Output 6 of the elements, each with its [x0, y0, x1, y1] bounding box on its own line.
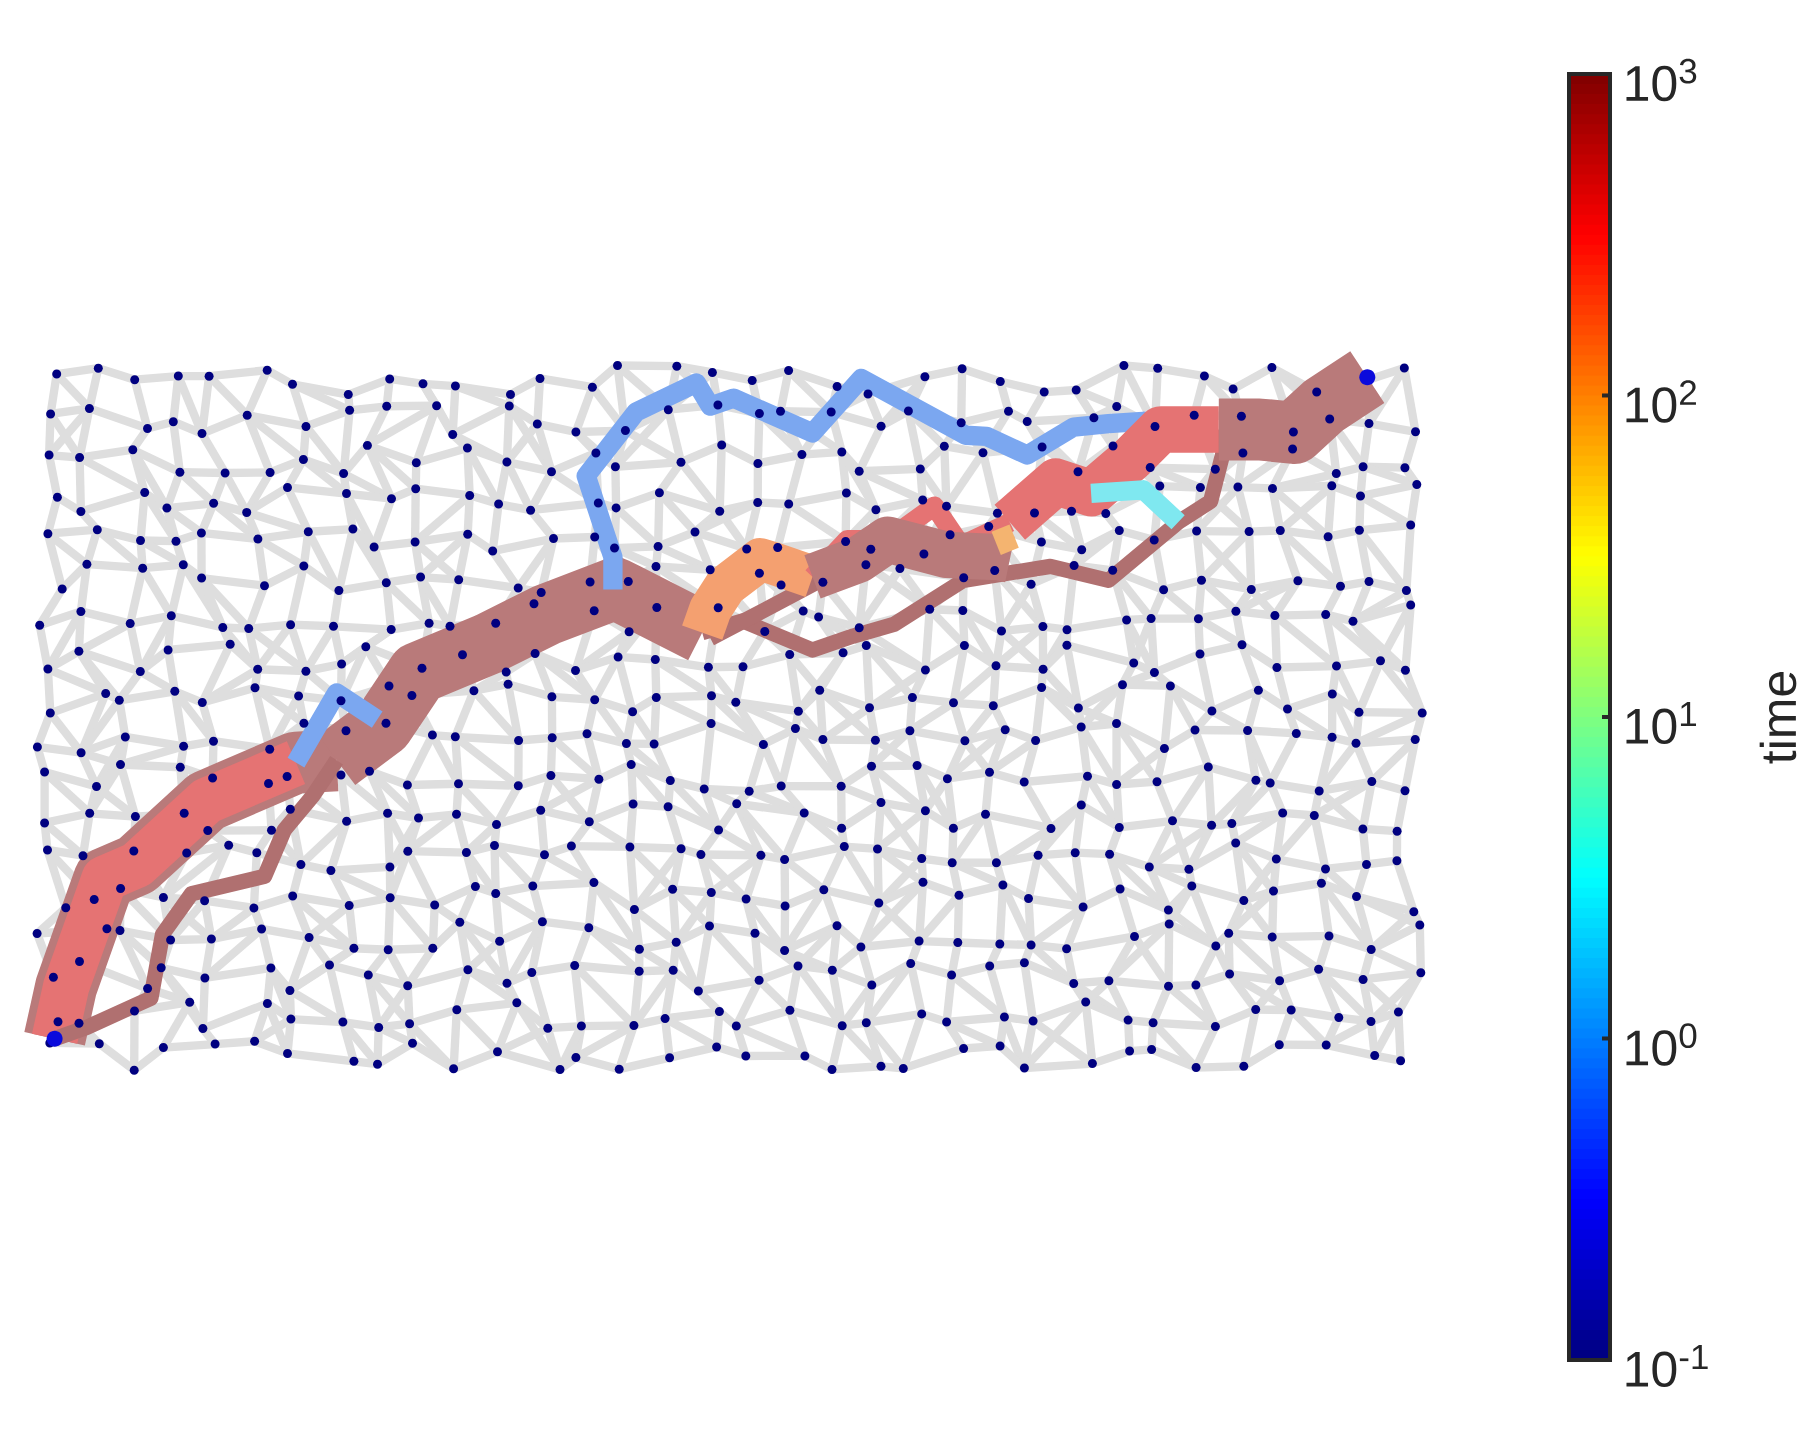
tick-label: 10$^{3}$ [1626, 58, 1697, 102]
tick-label: 10$^{1}$ [1626, 702, 1696, 744]
tick-label: 10$^{-1}$ [1626, 1345, 1708, 1387]
axis-title: time [1759, 672, 1797, 764]
tick-label: 10$^{2}$ [1626, 380, 1696, 423]
tick-label: 10$^{0}$ [1626, 1023, 1697, 1066]
